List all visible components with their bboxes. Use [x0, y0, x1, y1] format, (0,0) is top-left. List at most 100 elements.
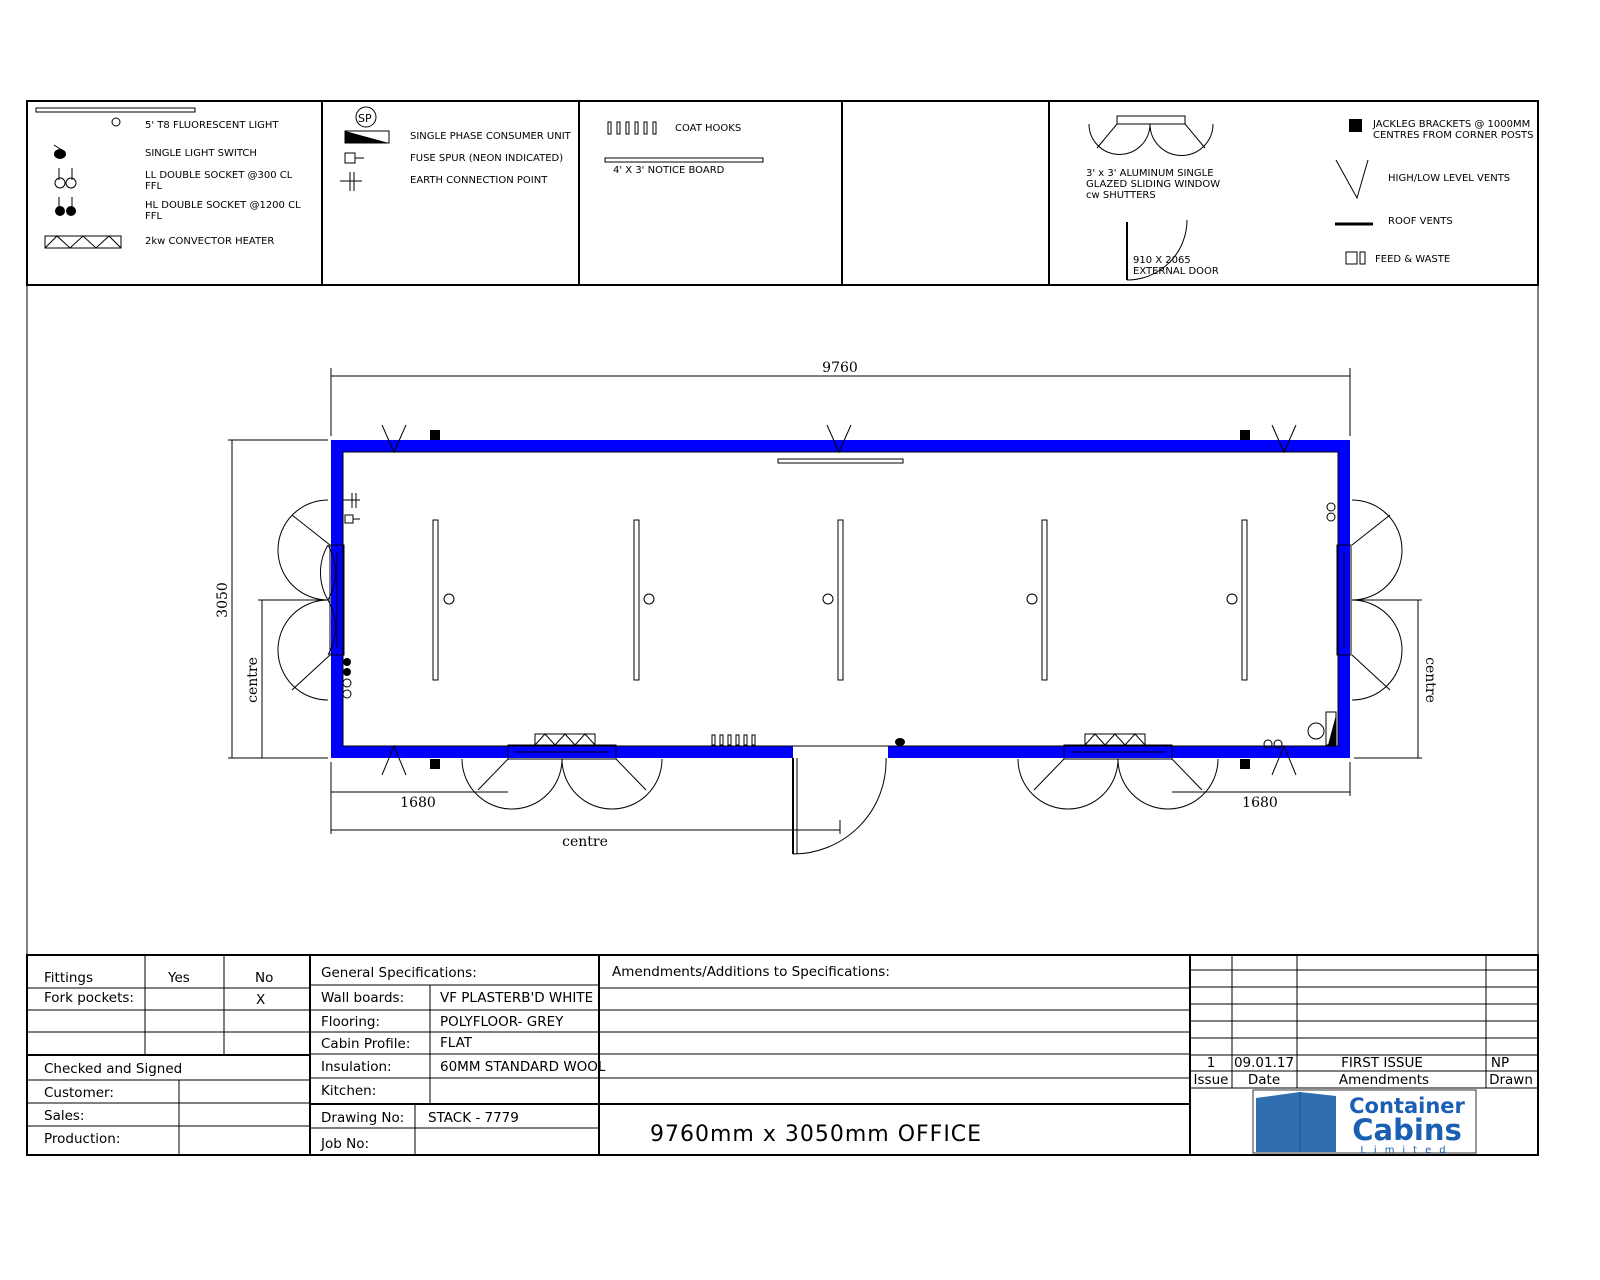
flooring-value: POLYFLOOR- GREY [440, 1014, 564, 1030]
drawing-title: 9760mm x 3050mm OFFICE [650, 1122, 982, 1147]
window-icon [1088, 115, 1214, 156]
legend-ll-socket-ffl: FFL [145, 181, 163, 192]
earth-point-icon [340, 172, 362, 191]
wall-boards-value: VF PLASTERB'D WHITE [440, 990, 593, 1006]
notice-board [777, 458, 904, 464]
wall-boards-label: Wall boards: [321, 990, 404, 1006]
jackleg-brackets [430, 430, 1250, 769]
fluorescent-light-icon [35, 107, 196, 127]
legend-window-3: cw SHUTTERS [1086, 190, 1156, 201]
offset-right-dimension: 1680 [1242, 795, 1278, 811]
container-image [1256, 1092, 1336, 1152]
logo-line-3: Limited [1360, 1145, 1453, 1156]
fuse-spur-icon [344, 152, 364, 164]
consumer-unit [1307, 722, 1325, 740]
logo-line-2: Cabins [1352, 1113, 1461, 1147]
flooring-label: Flooring: [321, 1014, 380, 1030]
vent-icon [1335, 159, 1369, 200]
window-bottom-left [461, 733, 663, 810]
coat-hooks-icon [607, 121, 657, 135]
window-bottom-right [1017, 733, 1219, 810]
legend-hl-socket: HL DOUBLE SOCKET @1200 CL [145, 200, 301, 211]
heater-icon [44, 235, 122, 249]
light-4 [1041, 519, 1048, 681]
customer-label: Customer: [44, 1085, 114, 1101]
legend-fuse-spur: FUSE SPUR (NEON INDICATED) [410, 153, 563, 164]
checked-header: Checked and Signed [44, 1061, 182, 1077]
fittings-header: Fittings [44, 970, 93, 986]
drawing-no-value: STACK - 7779 [428, 1110, 519, 1126]
window-right [1336, 499, 1403, 701]
coat-hooks [711, 734, 756, 746]
insulation-label: Insulation: [321, 1059, 392, 1075]
fork-pockets-label: Fork pockets: [44, 990, 134, 1006]
legend-earth-point: EARTH CONNECTION POINT [410, 175, 548, 186]
fluorescent-lights [432, 519, 1248, 681]
length-dimension: 9760 [822, 360, 858, 376]
legend-jackleg: JACKLEG BRACKETS @ 1000MM [1372, 119, 1530, 130]
production-label: Production: [44, 1131, 120, 1147]
legend-hl-socket-ffl: FFL [145, 211, 163, 222]
hl-socket-icon [55, 197, 76, 216]
jackleg-bracket-icon [1349, 119, 1362, 132]
offset-left-dimension: 1680 [400, 795, 436, 811]
yes-header: Yes [167, 970, 190, 986]
ll-socket-icon [54, 168, 77, 189]
insulation-value: 60MM STANDARD WOOL [440, 1059, 606, 1075]
legend-roof-vents: ROOF VENTS [1388, 216, 1453, 227]
light-5 [1241, 519, 1248, 681]
legend-panel: 5' T8 FLUORESCENT LIGHT SINGLE LIGHT SWI… [26, 100, 1539, 286]
sp-symbol: SP [358, 112, 372, 125]
general-spec-header: General Specifications: [321, 965, 477, 981]
fork-pockets-no: X [256, 992, 265, 1008]
date-header: Date [1248, 1072, 1280, 1088]
job-no-label: Job No: [320, 1136, 369, 1152]
light-1 [432, 519, 439, 681]
title-block: Fittings Yes No Fork pockets: X Checked … [26, 954, 1539, 1156]
company-logo: Container Cabins Limited [1252, 1089, 1477, 1156]
kitchen-label: Kitchen: [321, 1083, 376, 1099]
issue-number: 1 [1207, 1055, 1216, 1071]
legend-light-switch: SINGLE LIGHT SWITCH [145, 148, 257, 159]
issue-amendment: FIRST ISSUE [1341, 1055, 1423, 1071]
floor-plan: 9760 3050 centre centre 1680 1680 centre [215, 360, 1438, 855]
issue-header: Issue [1194, 1072, 1229, 1088]
legend-window: 3' x 3' ALUMINUM SINGLE [1086, 168, 1214, 179]
cabin-profile-label: Cabin Profile: [321, 1036, 410, 1052]
drawing-no-label: Drawing No: [321, 1110, 404, 1126]
legend-door-2: EXTERNAL DOOR [1133, 266, 1219, 277]
consumer-unit-icon: SP [344, 106, 390, 144]
notice-board-icon [604, 157, 764, 163]
legend-heater: 2kw CONVECTOR HEATER [145, 236, 274, 247]
logo-line-1: Container [1349, 1094, 1465, 1118]
legend-fluorescent-light: 5' T8 FLUORESCENT LIGHT [145, 120, 279, 131]
amendments-col-header: Amendments [1339, 1072, 1429, 1088]
legend-coat-hooks: COAT HOOKS [675, 123, 741, 134]
legend-vents: HIGH/LOW LEVEL VENTS [1388, 173, 1510, 184]
legend-jackleg-2: CENTRES FROM CORNER POSTS [1373, 130, 1534, 141]
vents [381, 424, 1297, 776]
centre-right-label: centre [1422, 657, 1438, 703]
walls [331, 440, 1350, 758]
external-door [792, 757, 887, 855]
dimensions [228, 368, 1422, 834]
legend-consumer-unit: SINGLE PHASE CONSUMER UNIT [410, 131, 572, 142]
electrical-fittings [342, 493, 1337, 749]
centre-left-label: centre [245, 657, 261, 703]
legend-window-2: GLAZED SLIDING WINDOW [1086, 179, 1220, 190]
issue-drawn: NP [1491, 1055, 1509, 1071]
issue-date: 09.01.17 [1234, 1055, 1294, 1071]
width-dimension: 3050 [215, 582, 231, 618]
sales-label: Sales: [44, 1108, 84, 1124]
feed-waste-icon [1345, 251, 1366, 265]
legend-feed-waste: FEED & WASTE [1375, 254, 1450, 265]
centre-bottom-label: centre [562, 834, 608, 850]
legend-door: 910 X 2065 [1133, 255, 1191, 266]
no-header: No [255, 970, 273, 986]
light-2 [633, 519, 640, 681]
light-switch [895, 738, 905, 746]
door-icon [1126, 219, 1188, 281]
amendments-header: Amendments/Additions to Specifications: [612, 964, 890, 980]
light-switch-icon [53, 144, 66, 159]
